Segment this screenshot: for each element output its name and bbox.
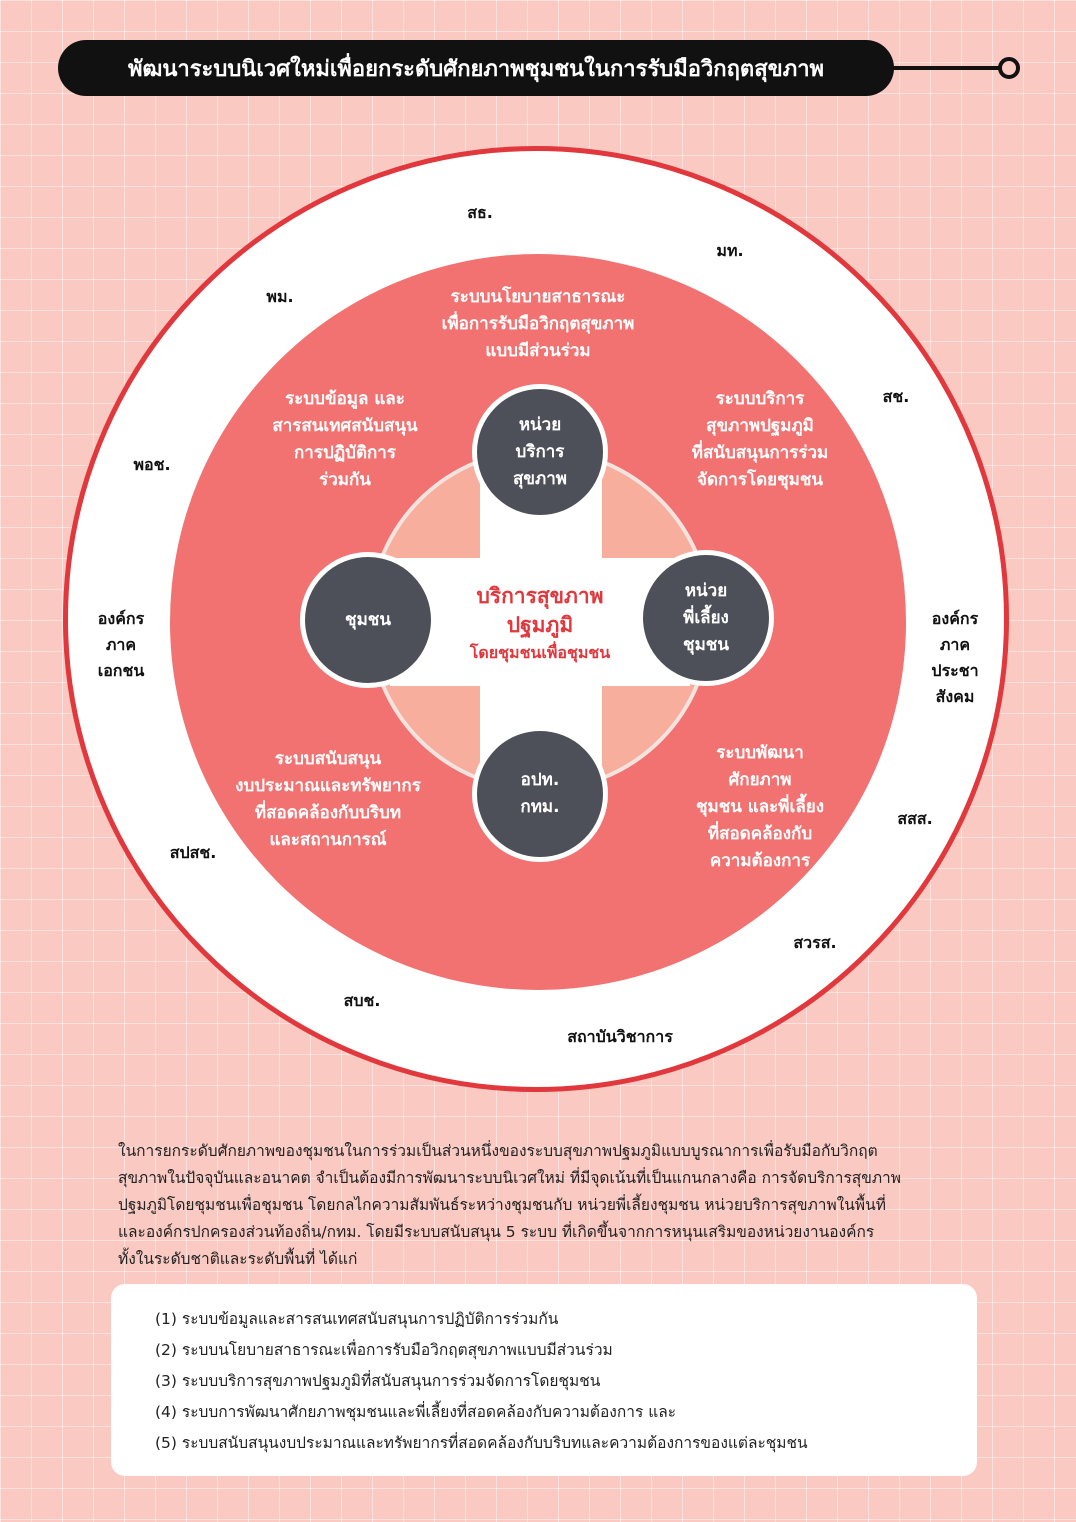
paragraph-line: ปฐมภูมิโดยชุมชนเพื่อชุมชน โดยกลไกความสัม…: [118, 1196, 886, 1214]
org-msdhs: พม.: [266, 287, 294, 306]
system-line: ระบบพัฒนา: [716, 743, 804, 763]
org-line: สังคม: [935, 687, 975, 706]
org-nhso: สปสช.: [169, 843, 217, 862]
node-line: พี่เลี้ยง: [683, 607, 729, 628]
node-line: กทม.: [520, 797, 560, 817]
node-line: อปท.: [520, 770, 560, 790]
org-academic-institutes: สถาบันวิชาการ: [567, 1027, 673, 1046]
system-line: จัดการโดยชุมชน: [696, 470, 823, 490]
list-item: (5) ระบบสนับสนุนงบประมาณและทรัพยากรที่สอ…: [155, 1434, 808, 1452]
system-public-policy: ระบบนโยบายสาธารณะ เพื่อการรับมือวิกฤตสุข…: [400, 284, 676, 365]
system-budget-resources: ระบบสนับสนุน งบประมาณและทรัพยากร ที่สอดค…: [204, 746, 452, 854]
center-label: บริการสุขภาพ ปฐมภูมิ โดยชุมชนเพื่อชุมชน: [440, 582, 640, 666]
org-thaihealth: สสส.: [897, 809, 933, 828]
system-line: ระบบสนับสนุน: [274, 749, 382, 769]
system-capacity-development: ระบบพัฒนา ศักยภาพ ชุมชน และพี่เลี้ยง ที่…: [650, 740, 870, 875]
system-line: ศักยภาพ: [728, 770, 792, 790]
system-line: ระบบบริการ: [715, 389, 805, 409]
paragraph-line: ในการยกระดับศักยภาพของชุมชนในการร่วมเป็น…: [118, 1142, 878, 1160]
org-codi: พอช.: [133, 455, 171, 474]
page-title: พัฒนาระบบนิเวศใหม่เพื่อยกระดับศักยภาพชุม…: [58, 40, 894, 96]
system-line: ระบบนโยบายสาธารณะ: [450, 287, 626, 307]
system-information: ระบบข้อมูล และ สารสนเทศสนับสนุน การปฏิบั…: [232, 386, 458, 494]
support-systems-list: (1) ระบบข้อมูลและสารสนเทศสนับสนุนการปฏิบ…: [111, 1284, 977, 1476]
org-moi: มท.: [716, 241, 744, 260]
system-line: เพื่อการรับมือวิกฤตสุขภาพ: [441, 314, 635, 334]
description-paragraph: ในการยกระดับศักยภาพของชุมชนในการร่วมเป็น…: [118, 1138, 978, 1273]
org-moph: สธ.: [467, 203, 493, 222]
node-line: บริการ: [515, 441, 565, 462]
org-civil-society: องค์กร ภาค ประชา สังคม: [912, 606, 998, 710]
org-line: องค์กร: [97, 609, 145, 628]
node-line: หน่วย: [684, 580, 728, 601]
center-label-line1: บริการสุขภาพ: [476, 584, 604, 608]
center-label-line3: โดยชุมชนเพื่อชุมชน: [469, 643, 611, 662]
system-line: ระบบข้อมูล และ: [285, 389, 405, 409]
org-praboromarajchanok: สบช.: [343, 991, 381, 1010]
system-line: ที่สนับสนุนการร่วม: [691, 443, 829, 463]
org-line: องค์กร: [931, 609, 979, 628]
system-line: ที่สอดคล้องกับ: [707, 824, 813, 844]
node-line: หน่วย: [518, 414, 562, 435]
list-item: (1) ระบบข้อมูลและสารสนเทศสนับสนุนการปฏิบ…: [155, 1310, 559, 1328]
node-line: สุขภาพ: [513, 468, 567, 489]
system-line: งบประมาณและทรัพยากร: [235, 776, 421, 796]
system-line: สารสนเทศสนับสนุน: [272, 416, 418, 436]
node-community-mentor-unit: หน่วย พี่เลี้ยง ชุมชน: [638, 550, 774, 686]
node-community: ชุมชน: [300, 552, 436, 688]
system-line: แบบมีส่วนร่วม: [485, 341, 591, 361]
system-line: สุขภาพปฐมภูมิ: [706, 416, 814, 436]
title-connector-dot: [998, 57, 1020, 79]
paragraph-line: ทั้งในระดับชาติและระดับพื้นที่ ได้แก่: [118, 1250, 358, 1268]
system-line: และสถานการณ์: [269, 830, 387, 850]
system-line: การปฏิบัติการ: [294, 443, 396, 463]
list-item: (4) ระบบการพัฒนาศักยภาพชุมชนและพี่เลี้ยง…: [155, 1403, 677, 1421]
paragraph-line: และองค์กรปกครองส่วนท้องถิ่น/กทม. โดยมีระ…: [118, 1223, 875, 1241]
system-line: ที่สอดคล้องกับบริบท: [254, 803, 402, 823]
center-label-line2: ปฐมภูมิ: [506, 613, 574, 637]
org-line: ภาค: [105, 635, 137, 654]
org-hsri: สวรส.: [793, 933, 837, 952]
list-item: (3) ระบบบริการสุขภาพปฐมภูมิที่สนับสนุนกา…: [155, 1372, 601, 1390]
node-line: ชุมชน: [345, 609, 391, 630]
list-item: (2) ระบบนโยบายสาธารณะเพื่อการรับมือวิกฤต…: [155, 1341, 613, 1359]
title-connector-line: [890, 66, 1002, 70]
org-private-sector: องค์กร ภาค เอกชน: [78, 606, 164, 684]
node-line: ชุมชน: [683, 634, 729, 655]
system-line: ร่วมกัน: [319, 470, 371, 490]
system-primary-care-service: ระบบบริการ สุขภาพปฐมภูมิ ที่สนับสนุนการร…: [650, 386, 870, 494]
system-line: ความต้องการ: [709, 851, 811, 871]
paragraph-line: สุขภาพในปัจจุบันและอนาคต จำเป็นต้องมีการ…: [118, 1169, 901, 1187]
system-line: ชุมชน และพี่เลี้ยง: [695, 797, 825, 817]
org-nhco: สช.: [882, 387, 910, 406]
org-line: เอกชน: [97, 661, 145, 680]
org-line: ภาค: [939, 635, 971, 654]
node-health-service-unit: หน่วย บริการ สุขภาพ: [472, 384, 608, 520]
org-line: ประชา: [931, 661, 979, 680]
node-local-government: อปท. กทม.: [472, 726, 608, 862]
